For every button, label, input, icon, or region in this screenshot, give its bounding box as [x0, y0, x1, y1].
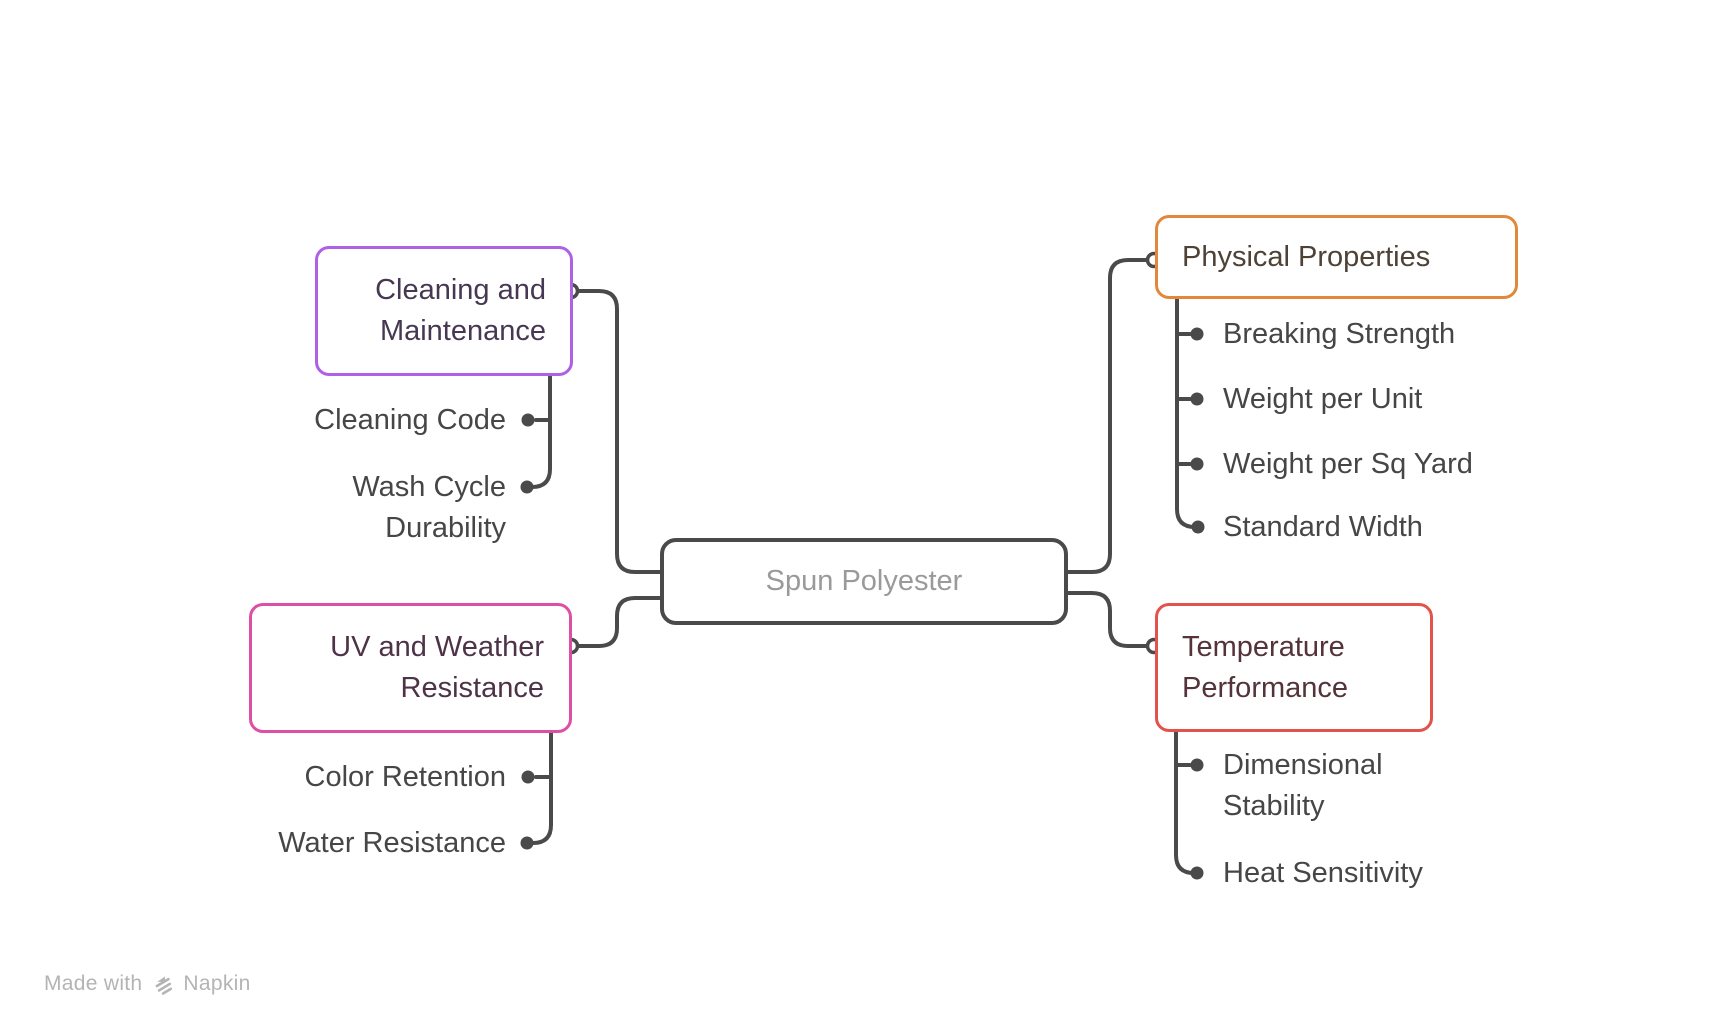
wire-center-to-cleaning [576, 289, 662, 574]
bullet-standard-width [1191, 520, 1205, 534]
watermark-brand-text: Napkin [183, 972, 251, 995]
wire-center-to-temperature [1066, 591, 1149, 648]
wire-center-to-physical [1066, 258, 1149, 574]
bullet-water-resistance [520, 836, 534, 850]
bullet-cleaning-code [521, 413, 535, 427]
bullet-weight-per-unit [1190, 392, 1204, 406]
napkin-logo-icon [151, 973, 174, 996]
child-label-weight-per-sq-yard[interactable]: Weight per Sq Yard [1223, 448, 1473, 480]
wire-physical-children [1175, 297, 1197, 529]
child-label-breaking-strength[interactable]: Breaking Strength [1223, 318, 1456, 350]
branch-node-physical-properties[interactable]: Physical Properties [1155, 215, 1518, 299]
center-node-label: Spun Polyester [765, 565, 963, 597]
branch-node-uv-and-weather-resistance[interactable]: UV and Weather Resistance [249, 603, 572, 733]
child-label-color-retention[interactable]: Color Retention [304, 761, 507, 793]
napkin-watermark[interactable]: Made with Napkin [44, 972, 251, 996]
child-label-heat-sensitivity[interactable]: Heat Sensitivity [1223, 857, 1423, 889]
branch-node-cleaning-and-maintenance[interactable]: Cleaning and Maintenance [315, 246, 573, 376]
bullet-dimensional-stability [1190, 758, 1204, 772]
bullet-weight-per-sq-yard [1190, 457, 1204, 471]
center-node[interactable]: Spun Polyester [660, 538, 1068, 625]
branch-node-temperature-performance[interactable]: Temperature Performance [1155, 603, 1433, 732]
wire-uv-children [531, 731, 553, 845]
bullet-wash-cycle-durability [520, 480, 534, 494]
child-label-wash-cycle-durability[interactable]: Wash Cycle Durability [352, 471, 506, 544]
child-label-standard-width[interactable]: Standard Width [1223, 511, 1423, 543]
bullet-heat-sensitivity [1190, 866, 1204, 880]
bullet-color-retention [521, 770, 535, 784]
wire-cleaning-children [530, 374, 552, 489]
child-label-dimensional-stability[interactable]: Dimensional Stability [1223, 749, 1383, 822]
child-label-water-resistance[interactable]: Water Resistance [278, 827, 506, 859]
wire-center-to-uv [576, 596, 662, 648]
bullet-breaking-strength [1190, 327, 1204, 341]
watermark-made-with-text: Made with [44, 972, 143, 995]
branch-label: Temperature Performance [1182, 630, 1349, 704]
branch-label: Cleaning and Maintenance [375, 274, 546, 347]
wire-temperature-children [1174, 730, 1196, 875]
child-label-weight-per-unit[interactable]: Weight per Unit [1223, 383, 1423, 415]
branch-label: Physical Properties [1182, 240, 1431, 273]
child-label-cleaning-code[interactable]: Cleaning Code [314, 404, 506, 436]
branch-label: UV and Weather Resistance [330, 631, 544, 704]
